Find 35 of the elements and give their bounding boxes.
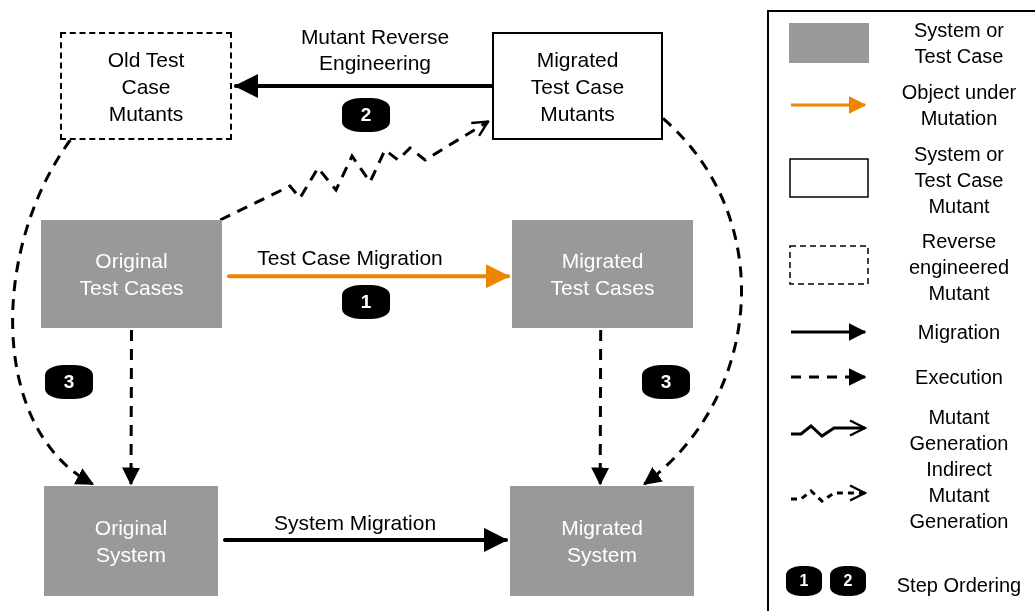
legend-text: Execution (914, 365, 1004, 390)
test-case-box (41, 220, 222, 328)
legend-text: System or Test Case (913, 18, 1005, 69)
arrow (227, 264, 510, 289)
step-number-badge: 3 (642, 365, 690, 399)
legend-text: Step Ordering (895, 573, 1023, 598)
test-case-box (512, 220, 693, 328)
node-label: Migrated Test Cases (549, 248, 656, 301)
step-number-badge: 3 (45, 365, 93, 399)
node-label: Migrated Test Case Mutants (529, 46, 626, 127)
legend-text: Migration (916, 320, 1002, 345)
step-number-badge: 2 (342, 98, 390, 132)
system-box (44, 486, 218, 596)
arrow (234, 74, 494, 98)
legend-text: Reverse engineered Mutant (907, 229, 1011, 306)
arrow (643, 117, 743, 486)
mutant-box (492, 32, 663, 140)
node-label: Migrated System (560, 515, 644, 568)
step-number-badge: 1 (342, 285, 390, 319)
legend-text: Indirect Mutant Generation (908, 457, 1010, 534)
legend-text: Mutant Generation (908, 405, 1010, 456)
arrow (11, 139, 94, 486)
node-label: Original System (93, 515, 169, 568)
node-label: Old Test Case Mutants (106, 46, 186, 127)
legend-text: System or Test Case Mutant (913, 142, 1005, 219)
reverse-engineered-mutant-box (60, 32, 232, 140)
arrow (122, 330, 141, 486)
step-number-badge: 2 (830, 566, 866, 596)
legend-text: Object under Mutation (900, 80, 1018, 131)
arrow (223, 527, 508, 552)
step-number-badge: 1 (786, 566, 822, 596)
arrow (591, 330, 610, 486)
node-label: Original Test Cases (78, 248, 185, 301)
system-box (510, 486, 694, 596)
arrow (219, 120, 490, 222)
